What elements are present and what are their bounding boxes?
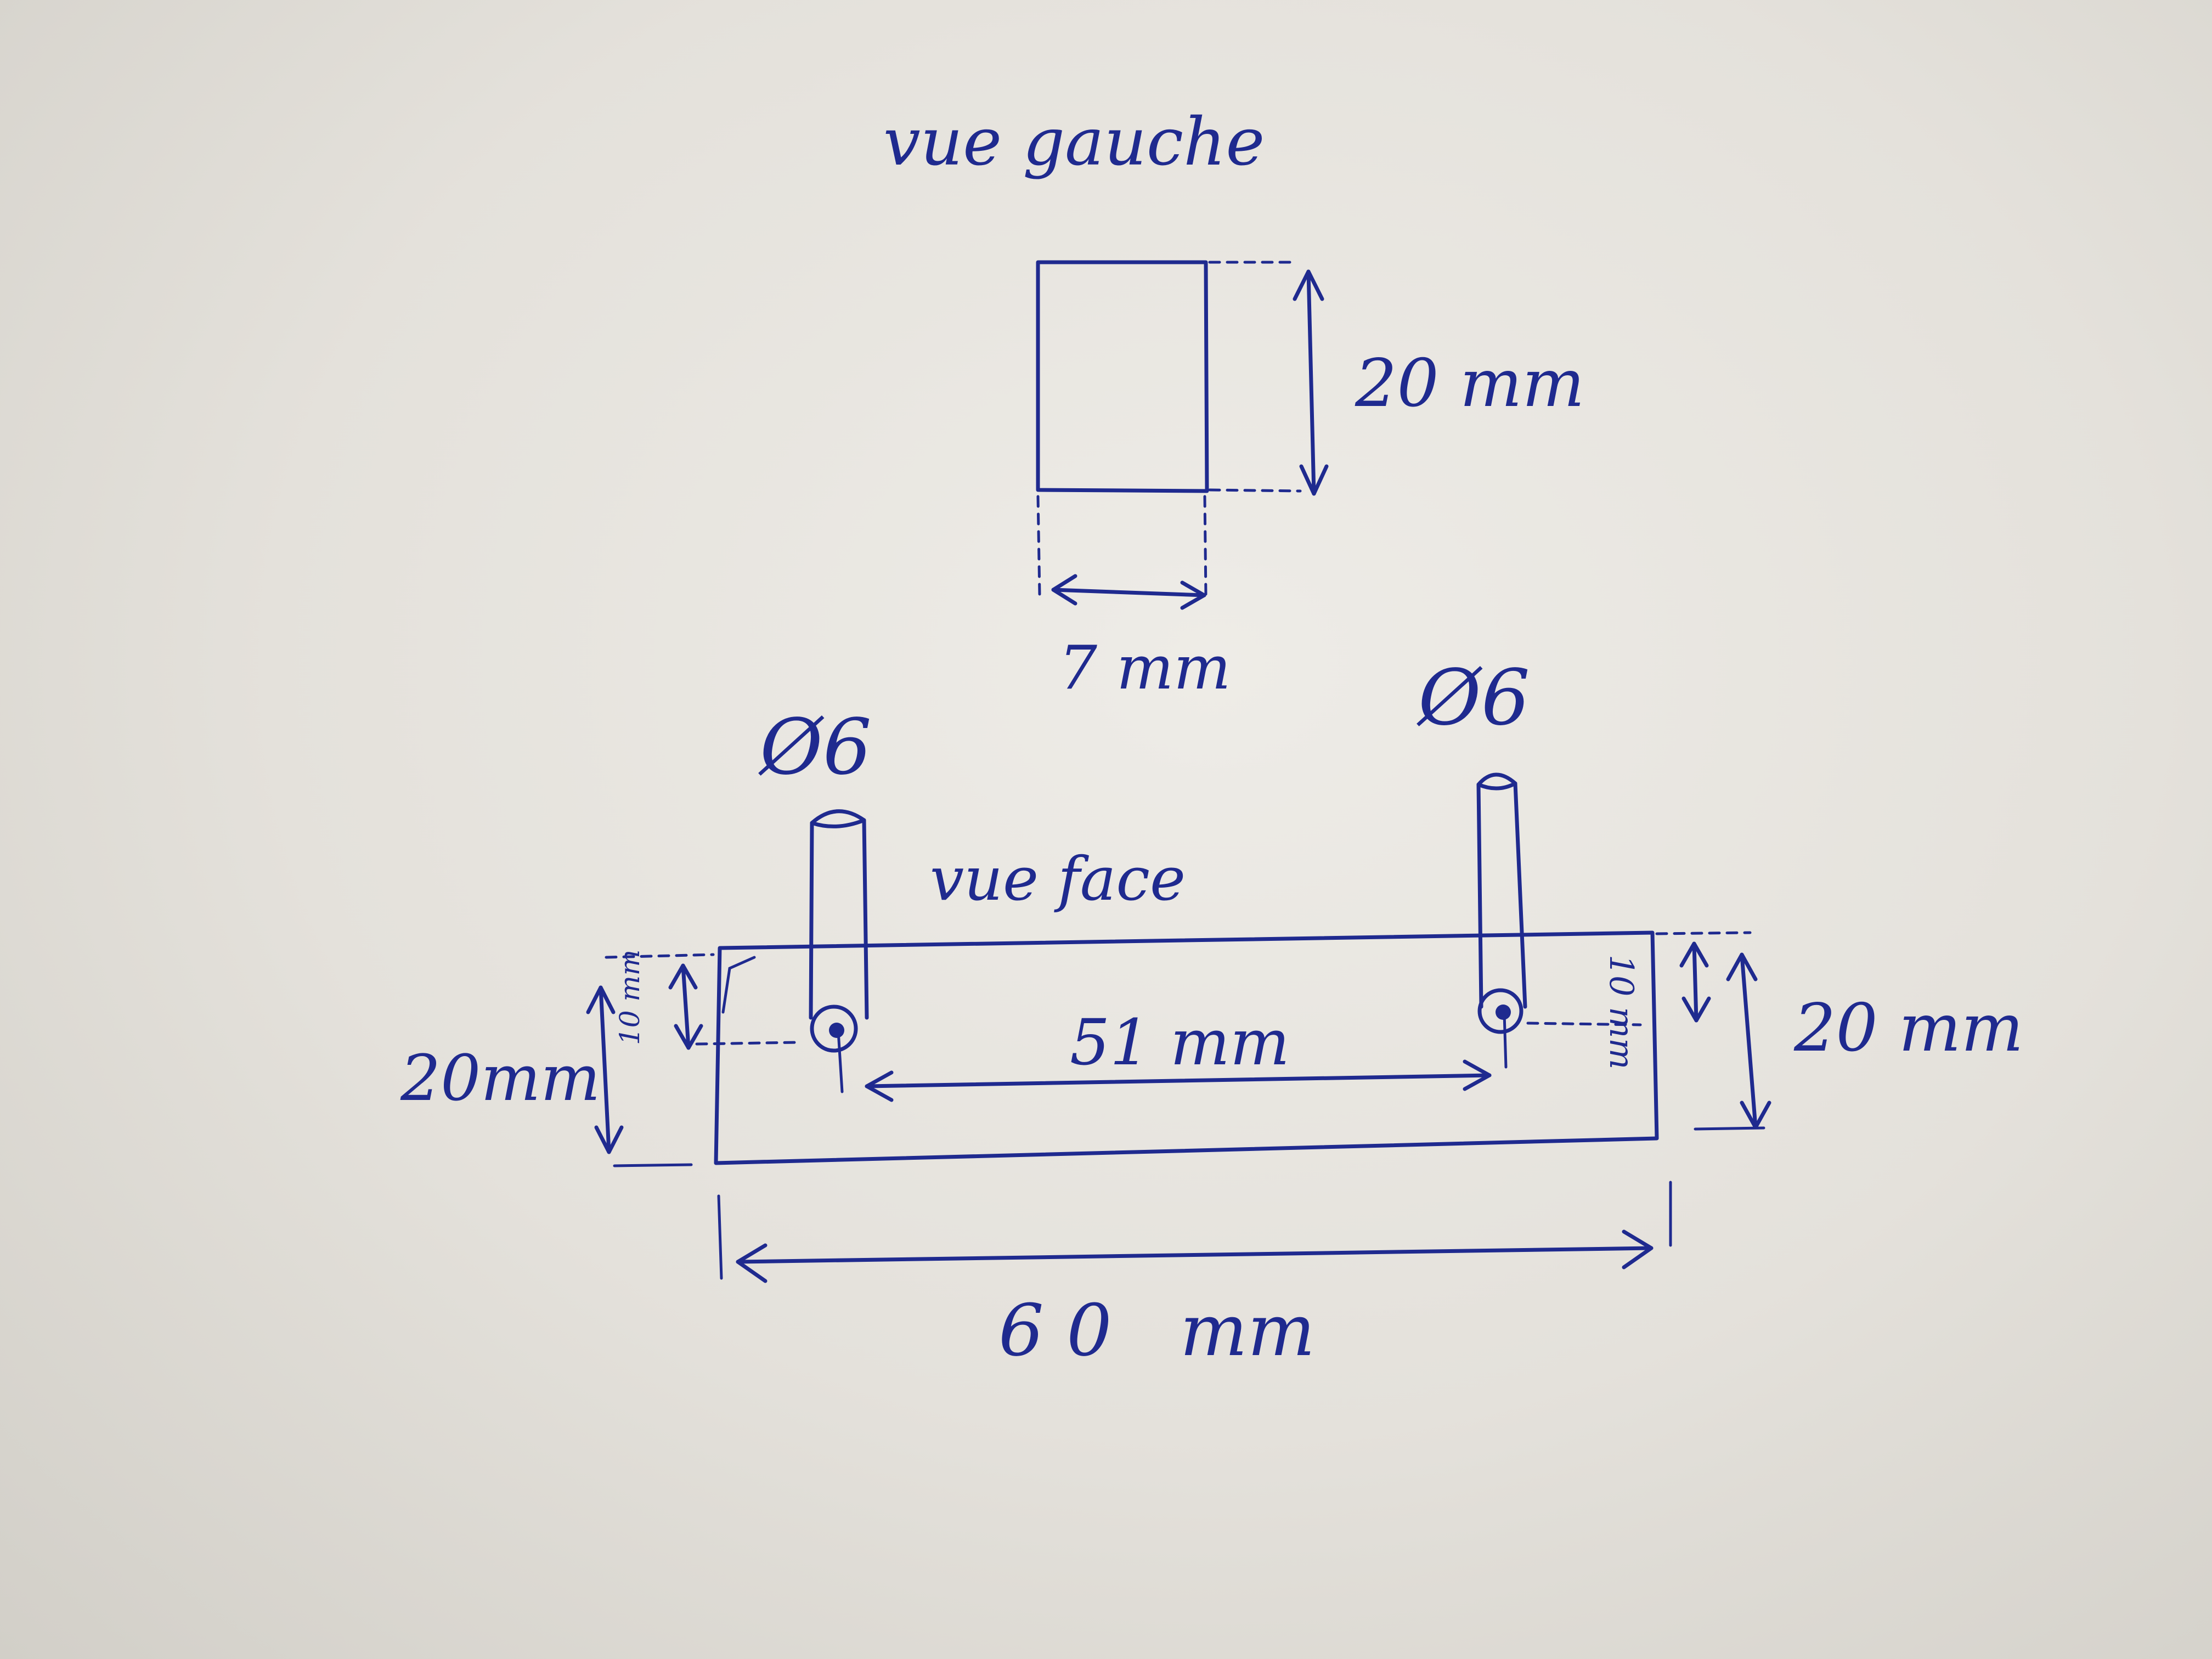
left-height-extension-top: [605, 953, 715, 959]
right-height-arrow-top: [1726, 952, 1758, 981]
right-height-arrow-bottom: [1740, 1101, 1771, 1130]
total-length-arrow-right: [1622, 1229, 1654, 1269]
right-pin-offset-label: 10 mm: [1602, 955, 1640, 1069]
left-view-width-extension-right: [1203, 495, 1207, 597]
left-view-title: vue gauche: [883, 104, 1265, 180]
left-height-arrow-top: [586, 985, 616, 1014]
right-pin-offset-arrow-bottom: [1681, 996, 1711, 1023]
left-pin: Ø6: [758, 703, 872, 1093]
left-pin-center: [829, 1023, 844, 1038]
right-pin-offset-arrow-top: [1679, 941, 1709, 968]
front-view-bar-corner-mark: [721, 956, 756, 1014]
front-view-bar: [714, 930, 1659, 1165]
total-length-dimension-line: [736, 1246, 1654, 1264]
left-view-width-label: 7 mm: [1059, 633, 1231, 703]
right-pin-offset-extension: [1526, 1022, 1642, 1026]
left-pin-offset-extension: [695, 1041, 800, 1046]
total-length-label: 6 0 mm: [998, 1289, 1315, 1372]
left-view-width-dimension-line: [1051, 588, 1206, 597]
left-view-width-extension-left: [1036, 495, 1041, 597]
right-height-extension-bottom: [1694, 1126, 1765, 1131]
pin-spacing-arrow-right: [1463, 1059, 1492, 1091]
right-pin-axis: [1503, 1012, 1508, 1069]
left-pin-top: [810, 809, 866, 828]
right-pin-body: [1476, 781, 1527, 1009]
left-pin-offset-label: 10 mm: [614, 950, 646, 1045]
total-length-extension-left: [717, 1194, 723, 1280]
left-height-arrow-bottom: [594, 1125, 624, 1154]
right-pin-center: [1496, 1005, 1511, 1020]
left-view-height-arrow-bottom: [1299, 464, 1329, 496]
left-height-dimension-line: [599, 985, 611, 1154]
right-pin: Ø6: [1417, 653, 1530, 1069]
left-pin-offset-dimension-line: [681, 963, 691, 1050]
left-pin-diameter-label: Ø6: [758, 703, 872, 792]
left-pin-body: [809, 818, 869, 1020]
left-view-height-dimension-line: [1306, 269, 1316, 496]
left-view: vue gauche 20 mm 7 mm: [883, 104, 1584, 703]
left-view-rectangle: [1036, 260, 1209, 493]
pin-spacing-dimension-line: [865, 1073, 1492, 1088]
right-pin-diameter-label: Ø6: [1417, 653, 1530, 743]
front-view: vue face Ø6 Ø6 51 mm: [400, 653, 2023, 1372]
left-height-label: 20mm: [400, 1042, 600, 1115]
left-pin-offset-arrow-top: [668, 963, 698, 990]
left-view-height-arrow-top: [1293, 269, 1324, 301]
left-pin-hole: [810, 1005, 858, 1053]
left-view-height-extension-bottom: [1208, 488, 1302, 493]
right-height-dimension-line: [1740, 952, 1758, 1130]
right-pin-offset-dimension-line: [1692, 941, 1699, 1023]
left-pin-axis: [837, 1030, 844, 1093]
total-length-arrow-left: [736, 1243, 768, 1283]
left-pin-offset-arrow-bottom: [674, 1024, 703, 1050]
left-view-height-label: 20 mm: [1355, 346, 1584, 422]
pin-spacing-arrow-left: [865, 1070, 894, 1102]
right-height-extension-top: [1655, 931, 1752, 935]
pin-spacing-label: 51 mm: [1070, 1006, 1290, 1080]
left-view-width-arrow-right: [1180, 580, 1206, 610]
front-view-title: vue face: [930, 844, 1186, 914]
right-height-label: 20 mm: [1793, 990, 2023, 1066]
right-pin-hole: [1477, 988, 1523, 1034]
left-height-extension-bottom: [613, 1163, 693, 1167]
left-view-width-arrow-left: [1051, 574, 1077, 606]
right-pin-top: [1476, 772, 1517, 791]
